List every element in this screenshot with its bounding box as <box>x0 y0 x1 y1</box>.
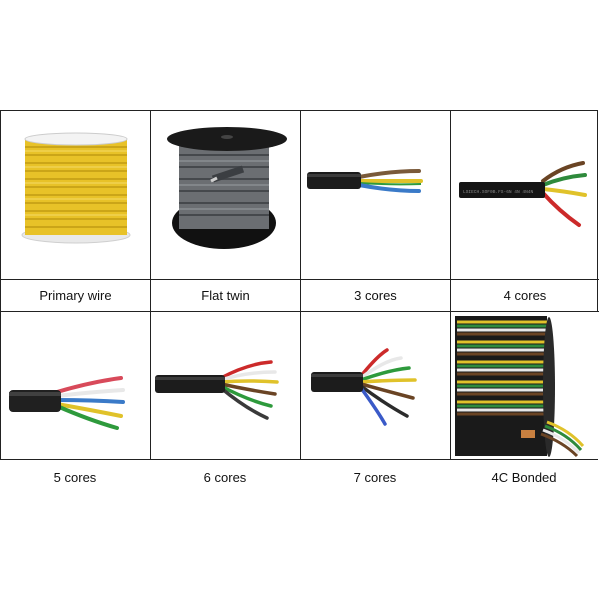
product-grid: LSIECH.SOF0B.FS-6N 4N 4N4N Primary wire … <box>0 110 599 460</box>
caption-primary-wire: Primary wire <box>1 280 151 312</box>
five-core-cable-icon <box>9 376 125 430</box>
caption-text: Flat twin <box>201 288 250 303</box>
caption-4-cores: 4 cores <box>451 280 599 312</box>
caption-3-cores: 3 cores <box>301 280 451 312</box>
product-image-flat-twin[interactable] <box>151 111 301 280</box>
six-core-cable-icon <box>155 360 279 420</box>
caption-text: 4 cores <box>503 288 547 303</box>
caption-6-cores: 6 cores <box>150 462 300 492</box>
caption-text: 6 cores <box>203 469 247 485</box>
product-image-5-cores[interactable] <box>1 312 151 459</box>
cable-print-text: LSIECH.SOF0B.FS-6N 4N 4N4N <box>463 189 534 195</box>
caption-flat-twin: Flat twin <box>151 280 301 312</box>
caption-7-cores: 7 cores <box>300 462 450 492</box>
product-image-primary-wire[interactable] <box>1 111 151 280</box>
caption-5-cores: 5 cores <box>0 462 150 492</box>
product-image-4-cores[interactable]: LSIECH.SOF0B.FS-6N 4N 4N4N <box>451 111 599 280</box>
bonded-ribbon-spool-icon <box>451 312 598 459</box>
caption-text: 3 cores <box>354 288 397 303</box>
three-core-cable-icon <box>307 169 423 193</box>
caption-text: Primary wire <box>39 288 112 303</box>
caption-text: 5 cores <box>53 469 97 485</box>
caption-text: 4C Bonded <box>491 469 557 485</box>
four-core-cable-icon: LSIECH.SOF0B.FS-6N 4N 4N4N <box>459 161 587 227</box>
seven-core-cable-icon <box>311 348 417 426</box>
caption-text: 7 cores <box>353 469 397 485</box>
product-image-6-cores[interactable] <box>151 312 301 459</box>
yellow-wire-spool-icon <box>21 132 131 244</box>
product-image-3-cores[interactable] <box>301 111 451 280</box>
product-image-7-cores[interactable] <box>301 312 451 459</box>
product-image-4c-bonded[interactable] <box>451 312 599 459</box>
caption-4c-bonded: 4C Bonded <box>450 462 598 492</box>
gray-flat-twin-spool-icon <box>167 127 287 249</box>
